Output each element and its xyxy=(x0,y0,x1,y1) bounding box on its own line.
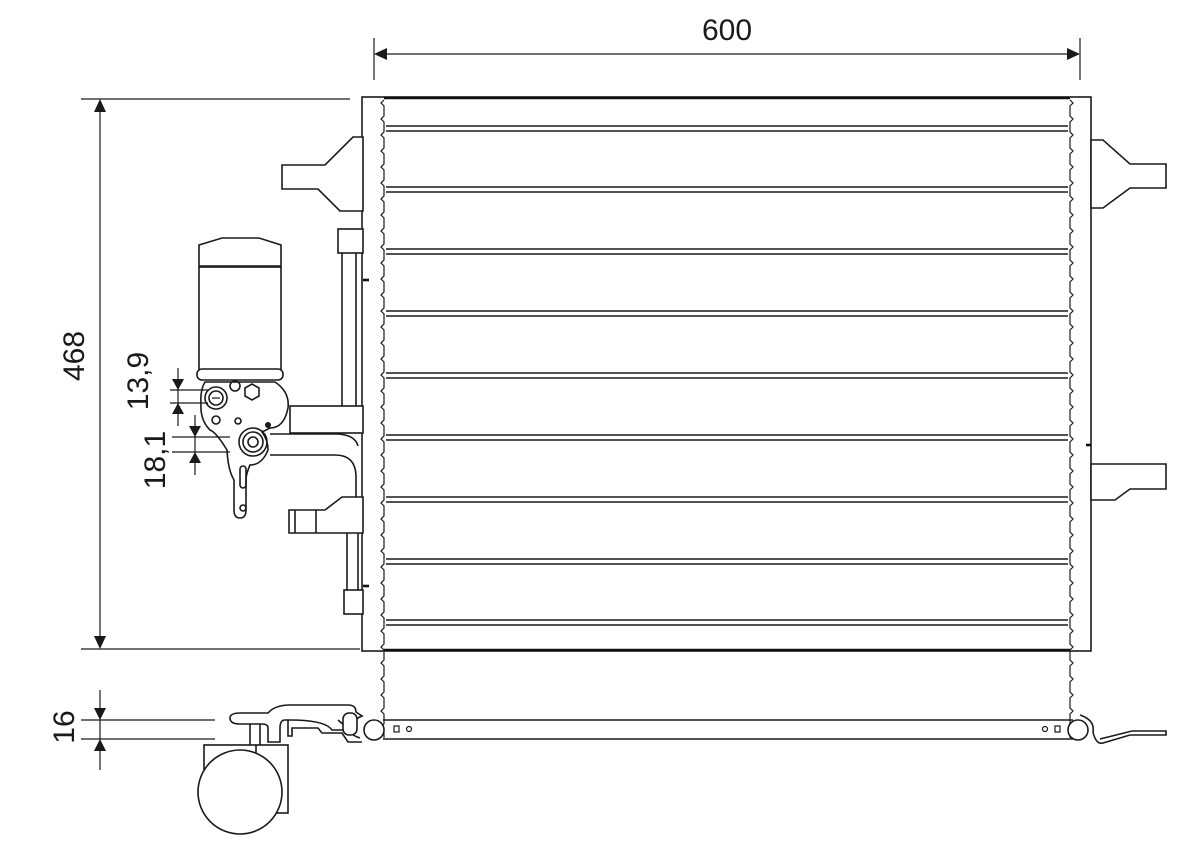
mounting-bracket-left-lower xyxy=(288,496,364,534)
dimension-height-label: 468 xyxy=(58,331,91,381)
condenser-top-view: 16 xyxy=(48,690,1167,835)
refrigerant-pipe-left xyxy=(270,228,364,615)
condenser-front-view: 13,9 18,1 xyxy=(122,96,1167,738)
mounting-bracket-right-lower xyxy=(1090,463,1167,501)
receiver-drier xyxy=(196,237,284,381)
dimension-port-outlet-label: 18,1 xyxy=(139,431,172,489)
drier-fitting-block xyxy=(200,380,290,519)
dimension-height: 468 xyxy=(58,98,360,650)
dimension-port-inlet: 13,9 xyxy=(122,352,208,426)
mounting-bracket-left-upper xyxy=(281,136,364,212)
dimension-width: 600 xyxy=(373,14,1081,80)
dimension-depth-label: 16 xyxy=(48,710,81,743)
dimension-port-outlet: 18,1 xyxy=(139,415,230,489)
core-tubes xyxy=(386,125,1068,626)
dimension-width-label: 600 xyxy=(702,14,752,47)
dimension-depth: 16 xyxy=(48,690,215,770)
mounting-bracket-right-upper xyxy=(1090,139,1167,209)
dimension-port-inlet-label: 13,9 xyxy=(122,352,155,410)
